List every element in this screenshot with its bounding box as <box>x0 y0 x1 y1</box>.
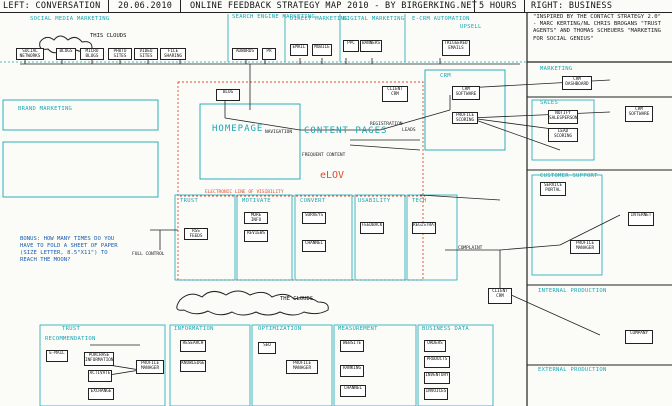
file-sharing-box: FILE SHARING <box>160 48 186 60</box>
products-box: PRODUCTS <box>424 356 450 368</box>
bonus-question: BONUS: HOW MANY TIMES DO YOU HAVE TO FOL… <box>20 236 124 264</box>
section-social-media: SOCIAL MEDIA MARKETING <box>30 16 109 22</box>
section-information: INFORMATION <box>174 326 214 332</box>
adwords-box: ADWORDS <box>232 48 258 60</box>
section-external: EXTERNAL PRODUCTION <box>538 367 607 373</box>
invoices-box: INVOICES <box>424 388 448 400</box>
seo-box: SEO <box>258 342 276 354</box>
inventory-box: INVENTORY <box>424 372 450 384</box>
mobile-box: MOBILE <box>312 44 332 56</box>
leads-label: LEADS <box>402 128 416 133</box>
blogs-box: BLOGS <box>56 48 76 60</box>
crm-dashboard-box: CRM DASHBOARD <box>562 76 592 90</box>
profile-manager-box: PROFILE MANAGER <box>570 240 600 254</box>
recommendation-label: RECOMMENDATION <box>45 336 96 342</box>
channel-bottom-box: CHANNEL <box>340 385 366 397</box>
section-trust: TRUST <box>62 326 80 332</box>
section-sales: SALES <box>540 100 558 106</box>
upsell-label: UPSELL <box>460 24 482 30</box>
complaint-label: COMPLAINT <box>458 246 482 251</box>
section-optimization: OPTIMIZATION <box>258 326 301 332</box>
notify-salesperson-box: NOTIFY SALESPERSON <box>548 110 578 124</box>
banners-box: BANNERS <box>360 40 382 52</box>
rss-feeds-box: RSS FEEDS <box>184 228 208 240</box>
crm-software-right-box: CRM SOFTWARE <box>625 106 653 122</box>
trust-top-label: TRUST <box>180 198 198 204</box>
section-business-data: BUSINESS DATA <box>422 326 469 332</box>
service-portal-box: SERVICE PORTAL <box>540 182 566 196</box>
social-networks-box: SOCIAL NETWORKS <box>16 48 44 60</box>
pr-box: PR <box>262 48 276 60</box>
channel-box: CHANNEL <box>302 240 326 252</box>
frequent-content-label: FREQUENT CONTENT <box>302 153 345 158</box>
email-bottom-box: E-MAIL <box>46 350 68 362</box>
crm-software-box: CRM SOFTWARE <box>452 86 480 100</box>
usability-label: USABILITY <box>358 198 391 204</box>
section-crm: CRM <box>440 73 451 79</box>
clouds-bottom-label: THE CLOUDS <box>280 296 313 302</box>
section-customer-support: CUSTOMER SUPPORT <box>540 173 598 179</box>
research-box: RESEARCH <box>180 340 206 352</box>
ppc-box: PPC <box>343 40 359 52</box>
more-info-box: MORE INFO <box>244 212 268 224</box>
clouds-top-label: THIS CLOUDS <box>90 33 126 39</box>
website-box: WEBSITE <box>340 340 364 352</box>
client-crm-box: CLIENT CRM <box>382 86 408 102</box>
section-ecrm: E-CRM AUTOMATION <box>412 16 470 22</box>
exchange-box: EXCHANGE <box>88 388 114 400</box>
full-control-label: FULL CONTROL <box>132 252 165 257</box>
section-brand: BRAND MARKETING <box>18 106 72 112</box>
photo-sites-box: PHOTO SITES <box>108 48 132 60</box>
blog-box: BLOG <box>216 89 240 101</box>
content-pages-label: CONTENT PAGES <box>304 126 387 136</box>
client-crm-bottom-box: CLIENT CRM <box>488 288 512 304</box>
motivate-label: MOTIVATE <box>242 198 271 204</box>
registration-box: REGISTRATION <box>412 222 436 234</box>
section-internal: INTERNAL PRODUCTION <box>538 288 607 294</box>
lead-scoring-box: LEAD SCORING <box>548 128 578 142</box>
micro-blogs-box: MICRO BLOGS <box>80 48 104 60</box>
elov-label: eLOV <box>320 170 344 181</box>
profile-manager-opt-box: PROFILE MANAGER <box>286 360 318 374</box>
email-box: EMAIL <box>290 44 308 56</box>
homepage-label: HOMEPAGE <box>212 124 263 134</box>
tech-label: TECH <box>412 198 426 204</box>
video-sites-box: VIDEO SITES <box>134 48 158 60</box>
internet-box: INTERNET <box>628 212 654 226</box>
section-marketing: MARKETING <box>540 66 573 72</box>
company-box: COMPANY <box>625 330 653 344</box>
feedback-box: FEEDBACK <box>360 222 384 234</box>
triggered-emails-box: TRIGGERED EMAILS <box>442 40 470 56</box>
section-measurement: MEASUREMENT <box>338 326 378 332</box>
profile-scoring-box: PROFILE SCORING <box>452 112 478 124</box>
navigation-label: NAVIGATION <box>265 130 292 135</box>
section-digital: DIGITAL MARKETING <box>343 16 404 22</box>
section-direct: DIRECT MARKETING <box>290 16 348 22</box>
knowledge-box: KNOWLEDGE <box>180 360 206 372</box>
registration-label: REGISTRATION <box>370 122 403 127</box>
profile-manager-bottom-box: PROFILE MANAGER <box>136 360 164 374</box>
purchase-info-box: PURCHASE INFORMATION <box>84 352 114 366</box>
electronic-line-label: ELECTRONIC LINE OF VISIBILITY <box>205 190 284 195</box>
orders-box: ORDERS <box>424 340 446 352</box>
activate-box: ACTIVATE <box>88 370 112 382</box>
surveys-box: SURVEYS <box>302 212 326 224</box>
convert-label: CONVERT <box>300 198 325 204</box>
ranking-box: RANKING <box>340 365 364 377</box>
reviews-box: REVIEWS <box>244 230 268 242</box>
